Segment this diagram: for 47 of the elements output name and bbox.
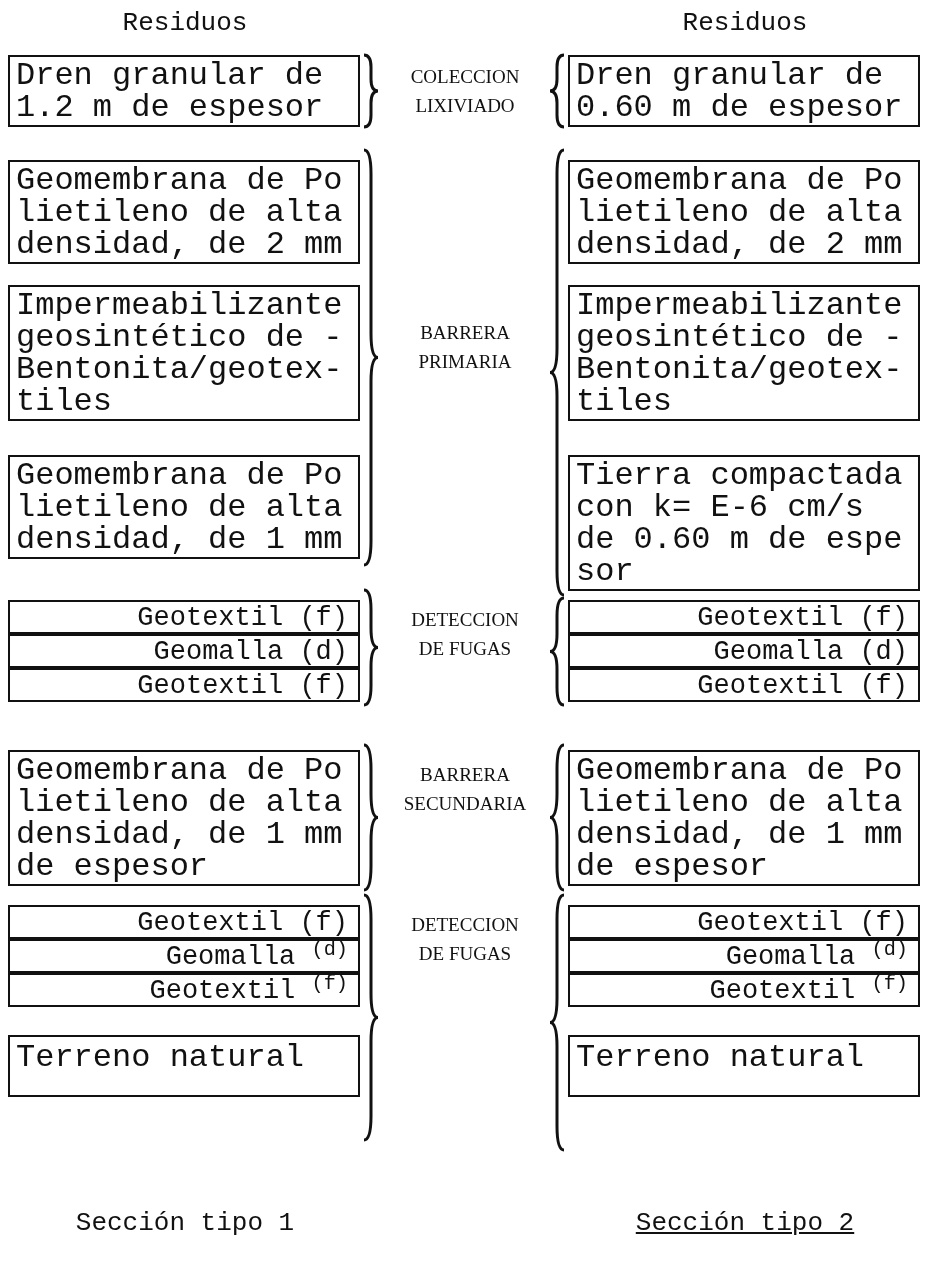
layer-name: Dren granular de 1.2 m de espesor [16, 60, 325, 124]
layer-name: Geomalla $^{(d)}$ [725, 942, 908, 972]
section-heading: Residuos [122, 8, 248, 38]
layer-name: Geomembrana de Po lietileno de alta densidad, de 1 mm de espesor [576, 755, 904, 883]
layer-row [568, 939, 920, 973]
layer-row [8, 600, 360, 634]
layer-name: Geomembrana de Po lietileno de alta densidad, de 2 mm [16, 165, 344, 261]
section-heading: Sección tipo 1 [75, 1208, 295, 1238]
layer-name: Geotextil (f) [137, 671, 348, 701]
section-heading: Sección tipo 2 [635, 1208, 855, 1238]
layer-name: Impermeabilizante geosintético de - Bentonita/geotex- tiles [576, 290, 904, 418]
layer-name: Geotextil (f) [137, 908, 348, 938]
layer-row [568, 905, 920, 939]
layer-name: Geomembrana de Po lietileno de alta densidad, de 2 mm [576, 165, 904, 261]
section-heading: Residuos [682, 8, 808, 38]
layer-box [568, 1035, 920, 1097]
layer-name: Geomalla (d) [713, 637, 908, 667]
layer-row [8, 905, 360, 939]
layer-name: Geomembrana de Po lietileno de alta densidad, de 1 mm de espesor [16, 755, 344, 883]
layer-name: Geomalla $^{(d)}$ [165, 942, 348, 972]
bracket-label: DETECCION DE FUGAS [411, 913, 519, 966]
bracket-label: DETECCION DE FUGAS [411, 608, 519, 661]
layer-name: Geomalla (d) [153, 637, 348, 667]
layer-row [8, 668, 360, 702]
bracket-label: COLECCION LIXIVIADO [410, 65, 520, 118]
layer-row [568, 600, 920, 634]
layer-name: Geotextil (f) [697, 908, 908, 938]
layer-name: Geomembrana de Po lietileno de alta densidad, de 1 mm [16, 460, 344, 556]
bracket-label: BARRERA SECUNDARIA [403, 763, 527, 816]
layer-name: Geotextil (f) [137, 603, 348, 633]
layer-box [568, 55, 920, 127]
layer-row [568, 668, 920, 702]
layer-row [568, 634, 920, 668]
layer-box [8, 1035, 360, 1097]
layer-name: Geotextil (f) [697, 671, 908, 701]
layer-name: Impermeabilizante geosintético de - Bentonita/geotex- tiles [16, 290, 344, 418]
layer-row [8, 973, 360, 1007]
layer-name: Terreno natural [16, 1042, 306, 1074]
layer-name: Dren granular de 0.60 m de espesor [576, 60, 904, 124]
bracket-label: BARRERA PRIMARIA [418, 321, 512, 374]
layer-row [8, 634, 360, 668]
layer-row [568, 973, 920, 1007]
layer-name: Geotextil (f) [697, 603, 908, 633]
layer-box [8, 55, 360, 127]
layer-name: Terreno natural [576, 1042, 866, 1074]
layer-name: Tierra compactada con k= E-6 cm/s de 0.60 m de espe sor [576, 460, 904, 588]
layer-row [8, 939, 360, 973]
